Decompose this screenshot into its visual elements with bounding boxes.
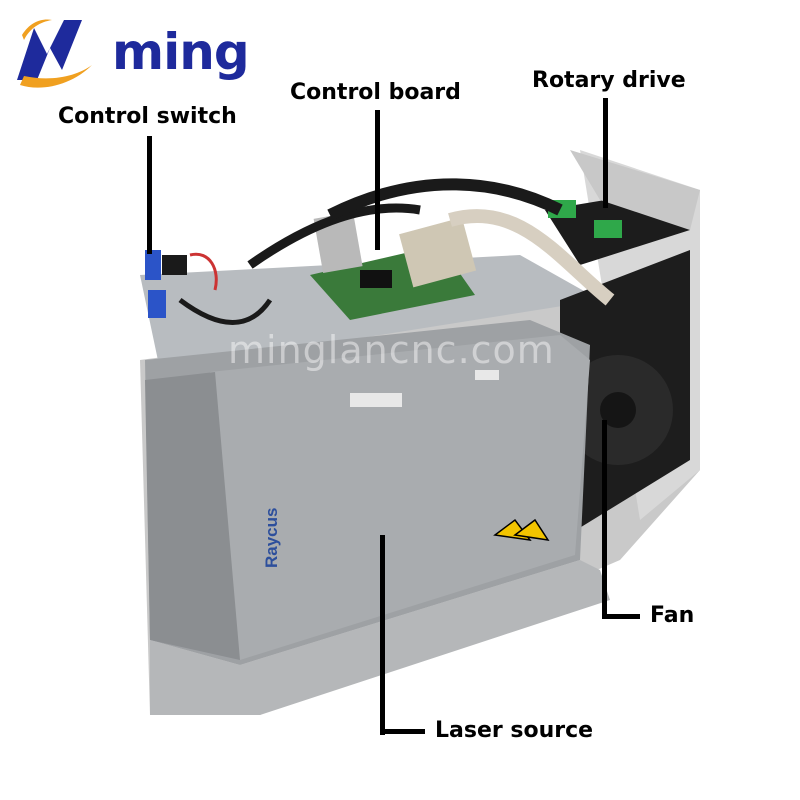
label-rotary-drive: Rotary drive [532,68,686,93]
leader-control-switch [147,136,152,254]
leader-fan-vertical [602,420,607,618]
leader-laser-source-horizontal [380,729,425,734]
logo-mark-icon [17,19,92,88]
raycus-marking: Raycus [262,507,281,568]
leader-laser-source-vertical [380,535,385,735]
photo-watermark: minglancnc.com [228,328,555,372]
brand-logo: ming [12,10,250,90]
brand-name: ming [112,23,250,81]
control-switch-block [145,250,161,280]
label-laser-source: Laser source [435,718,594,743]
leader-fan-horizontal [602,614,640,619]
cable-bundle [448,209,615,306]
label-control-switch: Control switch [58,104,237,129]
leader-control-board [375,110,380,250]
label-fan: Fan [650,603,695,628]
label-control-board: Control board [290,80,461,105]
leader-rotary-drive [603,98,608,208]
